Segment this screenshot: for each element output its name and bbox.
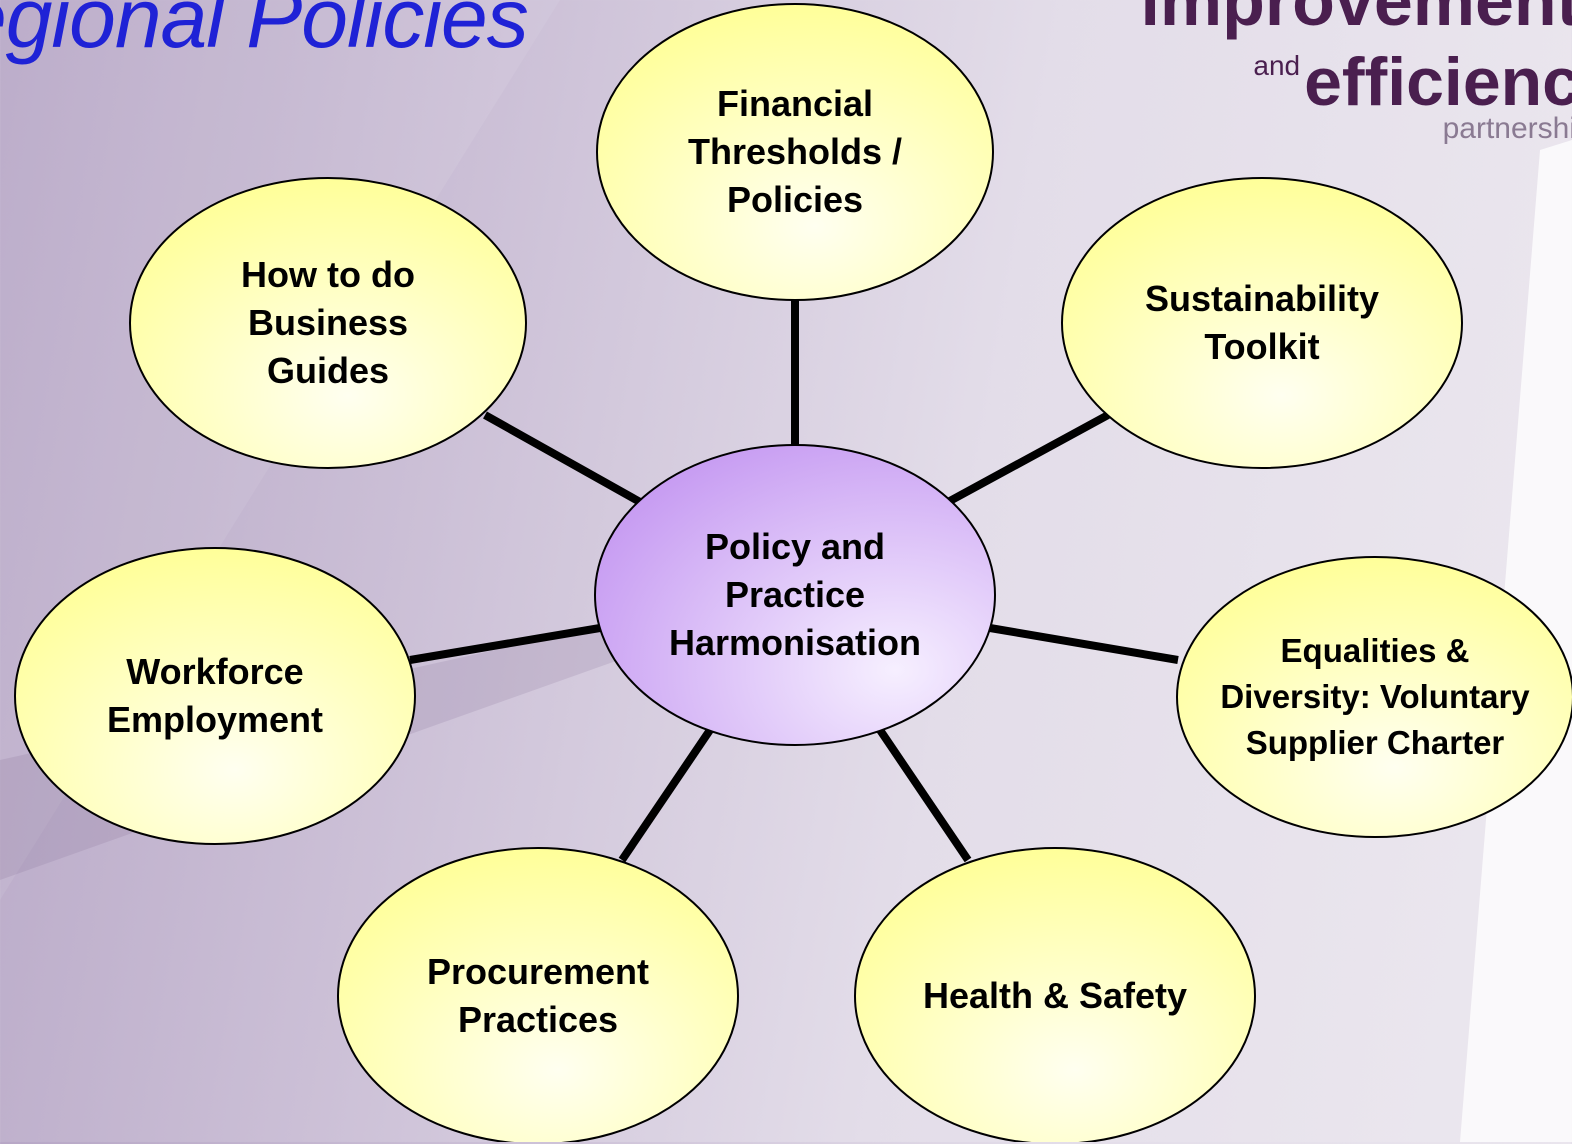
connector-line-howto (483, 411, 642, 506)
node-equalities-diversity: Equalities & Diversity: Voluntary Suppli… (1210, 557, 1540, 837)
node-financial-thresholds: Financial Thresholds / Policies (645, 4, 945, 300)
connector-line-workforce (409, 624, 601, 664)
node-ellipse-health (854, 847, 1256, 1142)
connector-line-equalities (989, 624, 1179, 664)
node-label: Procurement Practices (426, 951, 650, 1040)
node-workforce-employment: Workforce Employment (55, 548, 375, 844)
connector-line-procurement (618, 727, 714, 863)
node-label: Sustainability Toolkit (1144, 278, 1380, 367)
node-health-safety: Health & Safety (905, 848, 1205, 1144)
logo-line-2-main: efficienc (1304, 44, 1572, 120)
node-how-to-do-business: How to do Business Guides (178, 178, 478, 468)
center-ellipse (594, 444, 996, 746)
partnership-logo: improvement andefficienc partnershi (1140, 0, 1572, 146)
logo-line-1: improvement (1140, 0, 1572, 40)
node-ellipse-financial (596, 3, 994, 301)
node-label: Workforce Employment (106, 651, 324, 740)
connector-line-health (876, 727, 972, 863)
node-ellipse-sustainability (1061, 177, 1463, 469)
node-label: How to do Business Guides (241, 254, 415, 391)
node-ellipse-procurement (337, 847, 739, 1142)
node-shapes (14, 3, 1572, 1142)
node-ellipse-howto (129, 177, 527, 469)
slide-title: egional Policies (0, 0, 529, 65)
node-label: Health & Safety (922, 975, 1188, 1016)
connector-line-sustainability (946, 411, 1110, 506)
logo-line-2-small: and (1253, 50, 1301, 81)
logo-line-2: andefficienc (1140, 36, 1572, 116)
node-label: Equalities & Diversity: Voluntary Suppli… (1220, 632, 1530, 761)
logo-line-3: partnershi (1442, 112, 1572, 145)
node-procurement-practices: Procurement Practices (378, 848, 698, 1144)
connector-lines (409, 300, 1179, 863)
center-node-label: Policy and Practice Harmonisation (668, 526, 922, 663)
node-label: Financial Thresholds / Policies (687, 83, 903, 220)
node-ellipse-equalities (1176, 556, 1572, 838)
node-sustainability-toolkit: Sustainability Toolkit (1097, 178, 1427, 468)
node-ellipse-workforce (14, 547, 416, 845)
center-node: Policy and Practice Harmonisation (645, 445, 945, 745)
